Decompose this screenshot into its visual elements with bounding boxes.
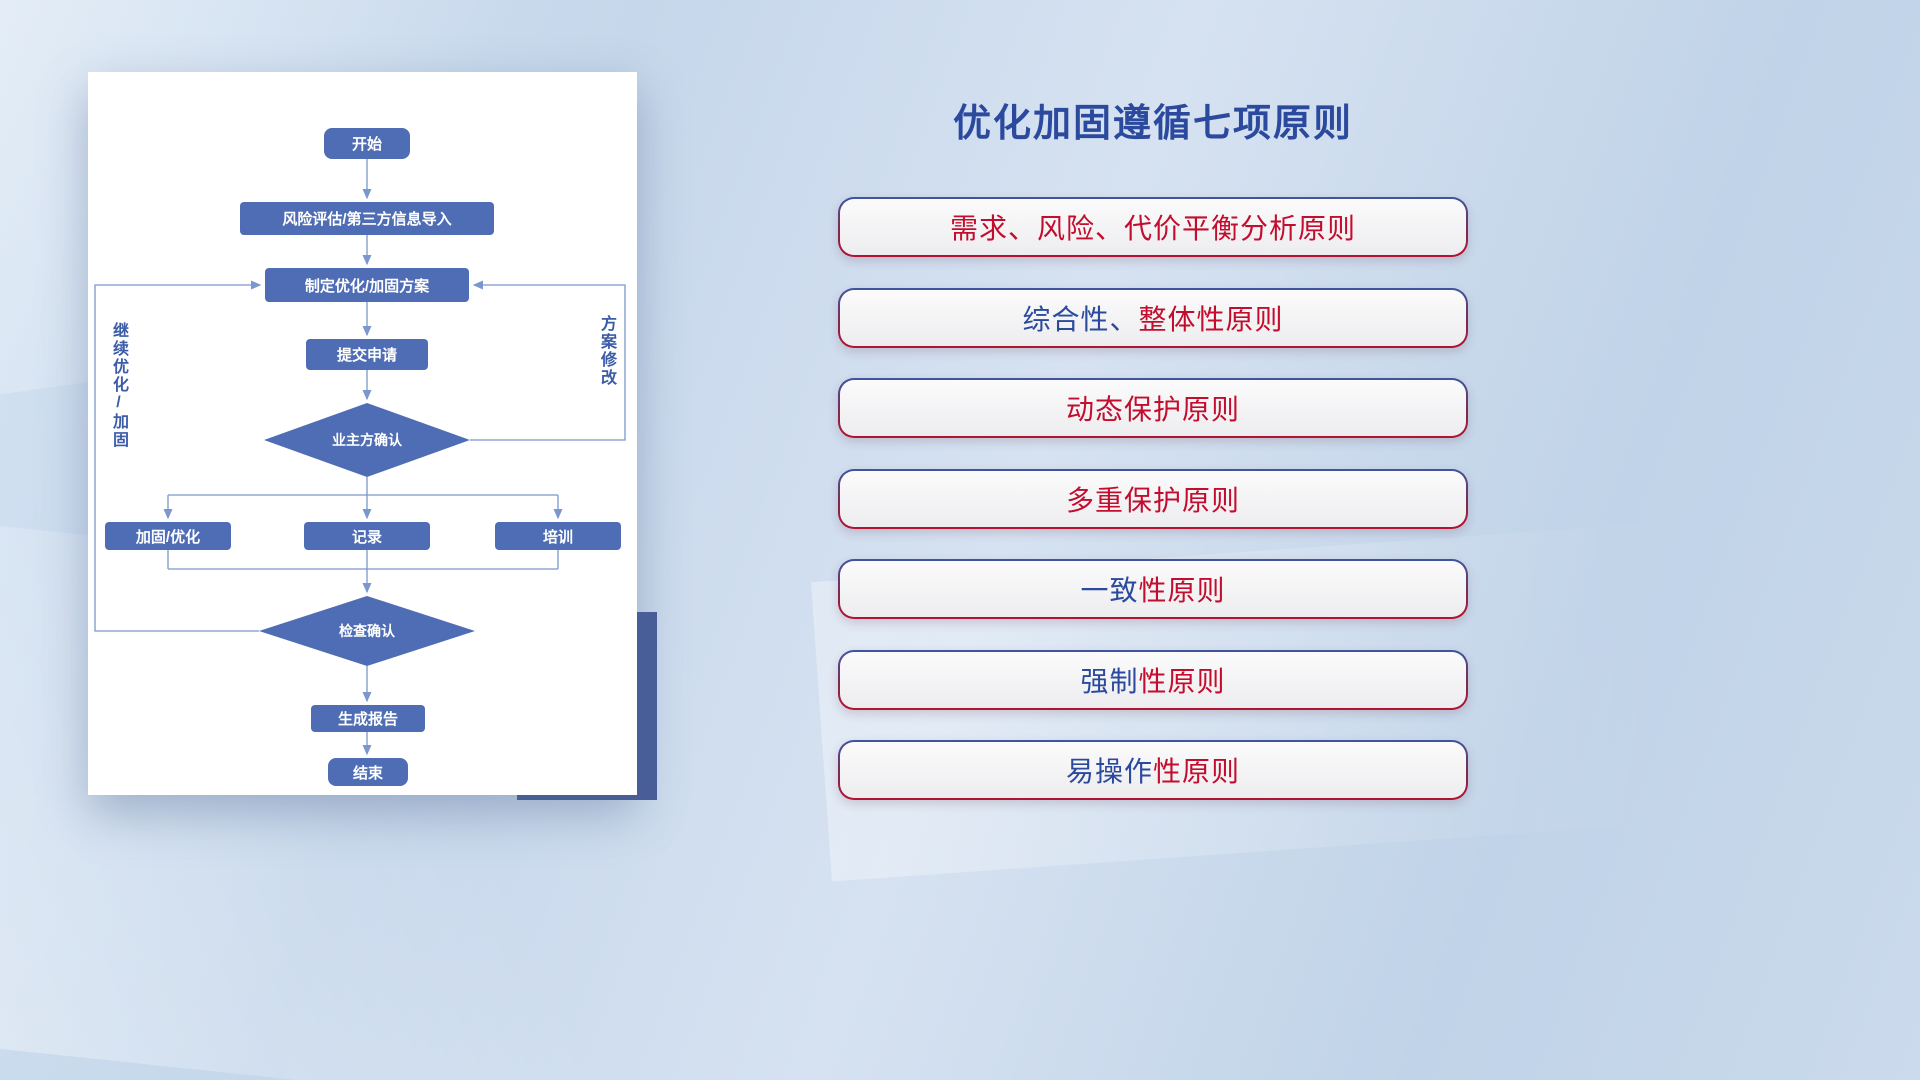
flow-node-submit: 提交申请 — [306, 339, 428, 370]
principle-text-blue: 综合性、 — [1022, 303, 1139, 335]
principle-item: 动态保护原则 — [838, 378, 1468, 438]
principle-text-blue: 强制 — [1080, 665, 1139, 697]
principle-item: 综合性、整体性原则 — [838, 287, 1468, 348]
flowchart-panel: 开始 风险评估/第三方信息导入 制定优化/加固方案 提交申请 业主方确认 加固/… — [88, 72, 637, 795]
principle-text-red: 性原则 — [1138, 575, 1226, 606]
principle-text-red: 性原则 — [1138, 665, 1226, 697]
flow-node-risk-import: 风险评估/第三方信息导入 — [240, 202, 494, 235]
loop-label-continue-optimize: 继续优化/加固 — [110, 322, 127, 449]
flow-node-start: 开始 — [324, 128, 410, 159]
principles-list: 需求、风险、代价平衡分析原则 综合性、整体性原则 动态保护原则 多重保护原则 一… — [838, 197, 1468, 800]
flow-node-record: 记录 — [304, 522, 430, 550]
loop-label-plan-modify: 方案修改 — [598, 315, 615, 387]
principle-item: 需求、风险、代价平衡分析原则 — [838, 197, 1468, 257]
principle-text-blue: 易操作 — [1065, 756, 1153, 787]
flowchart-connectors — [94, 159, 626, 756]
flow-node-reinforce: 加固/优化 — [105, 522, 231, 550]
flow-node-make-plan: 制定优化/加固方案 — [265, 268, 469, 302]
principle-text-red: 多重保护原则 — [1065, 484, 1240, 516]
principle-text-red: 动态保护原则 — [1065, 394, 1240, 425]
principle-item: 多重保护原则 — [838, 468, 1468, 529]
page-title: 优化加固遵循七项原则 — [952, 103, 1353, 145]
principle-item: 一致性原则 — [838, 559, 1468, 619]
principle-item: 强制性原则 — [838, 649, 1468, 710]
flow-node-end: 结束 — [328, 758, 408, 786]
principle-text-blue: 一致 — [1080, 575, 1139, 606]
principle-text-red: 性原则 — [1153, 756, 1241, 787]
principle-item: 易操作性原则 — [838, 740, 1468, 800]
flow-node-report: 生成报告 — [311, 705, 425, 732]
flow-node-training: 培训 — [495, 522, 621, 550]
principle-text-red: 需求、风险、代价平衡分析原则 — [949, 213, 1356, 244]
principle-text-red: 整体性原则 — [1138, 303, 1284, 335]
